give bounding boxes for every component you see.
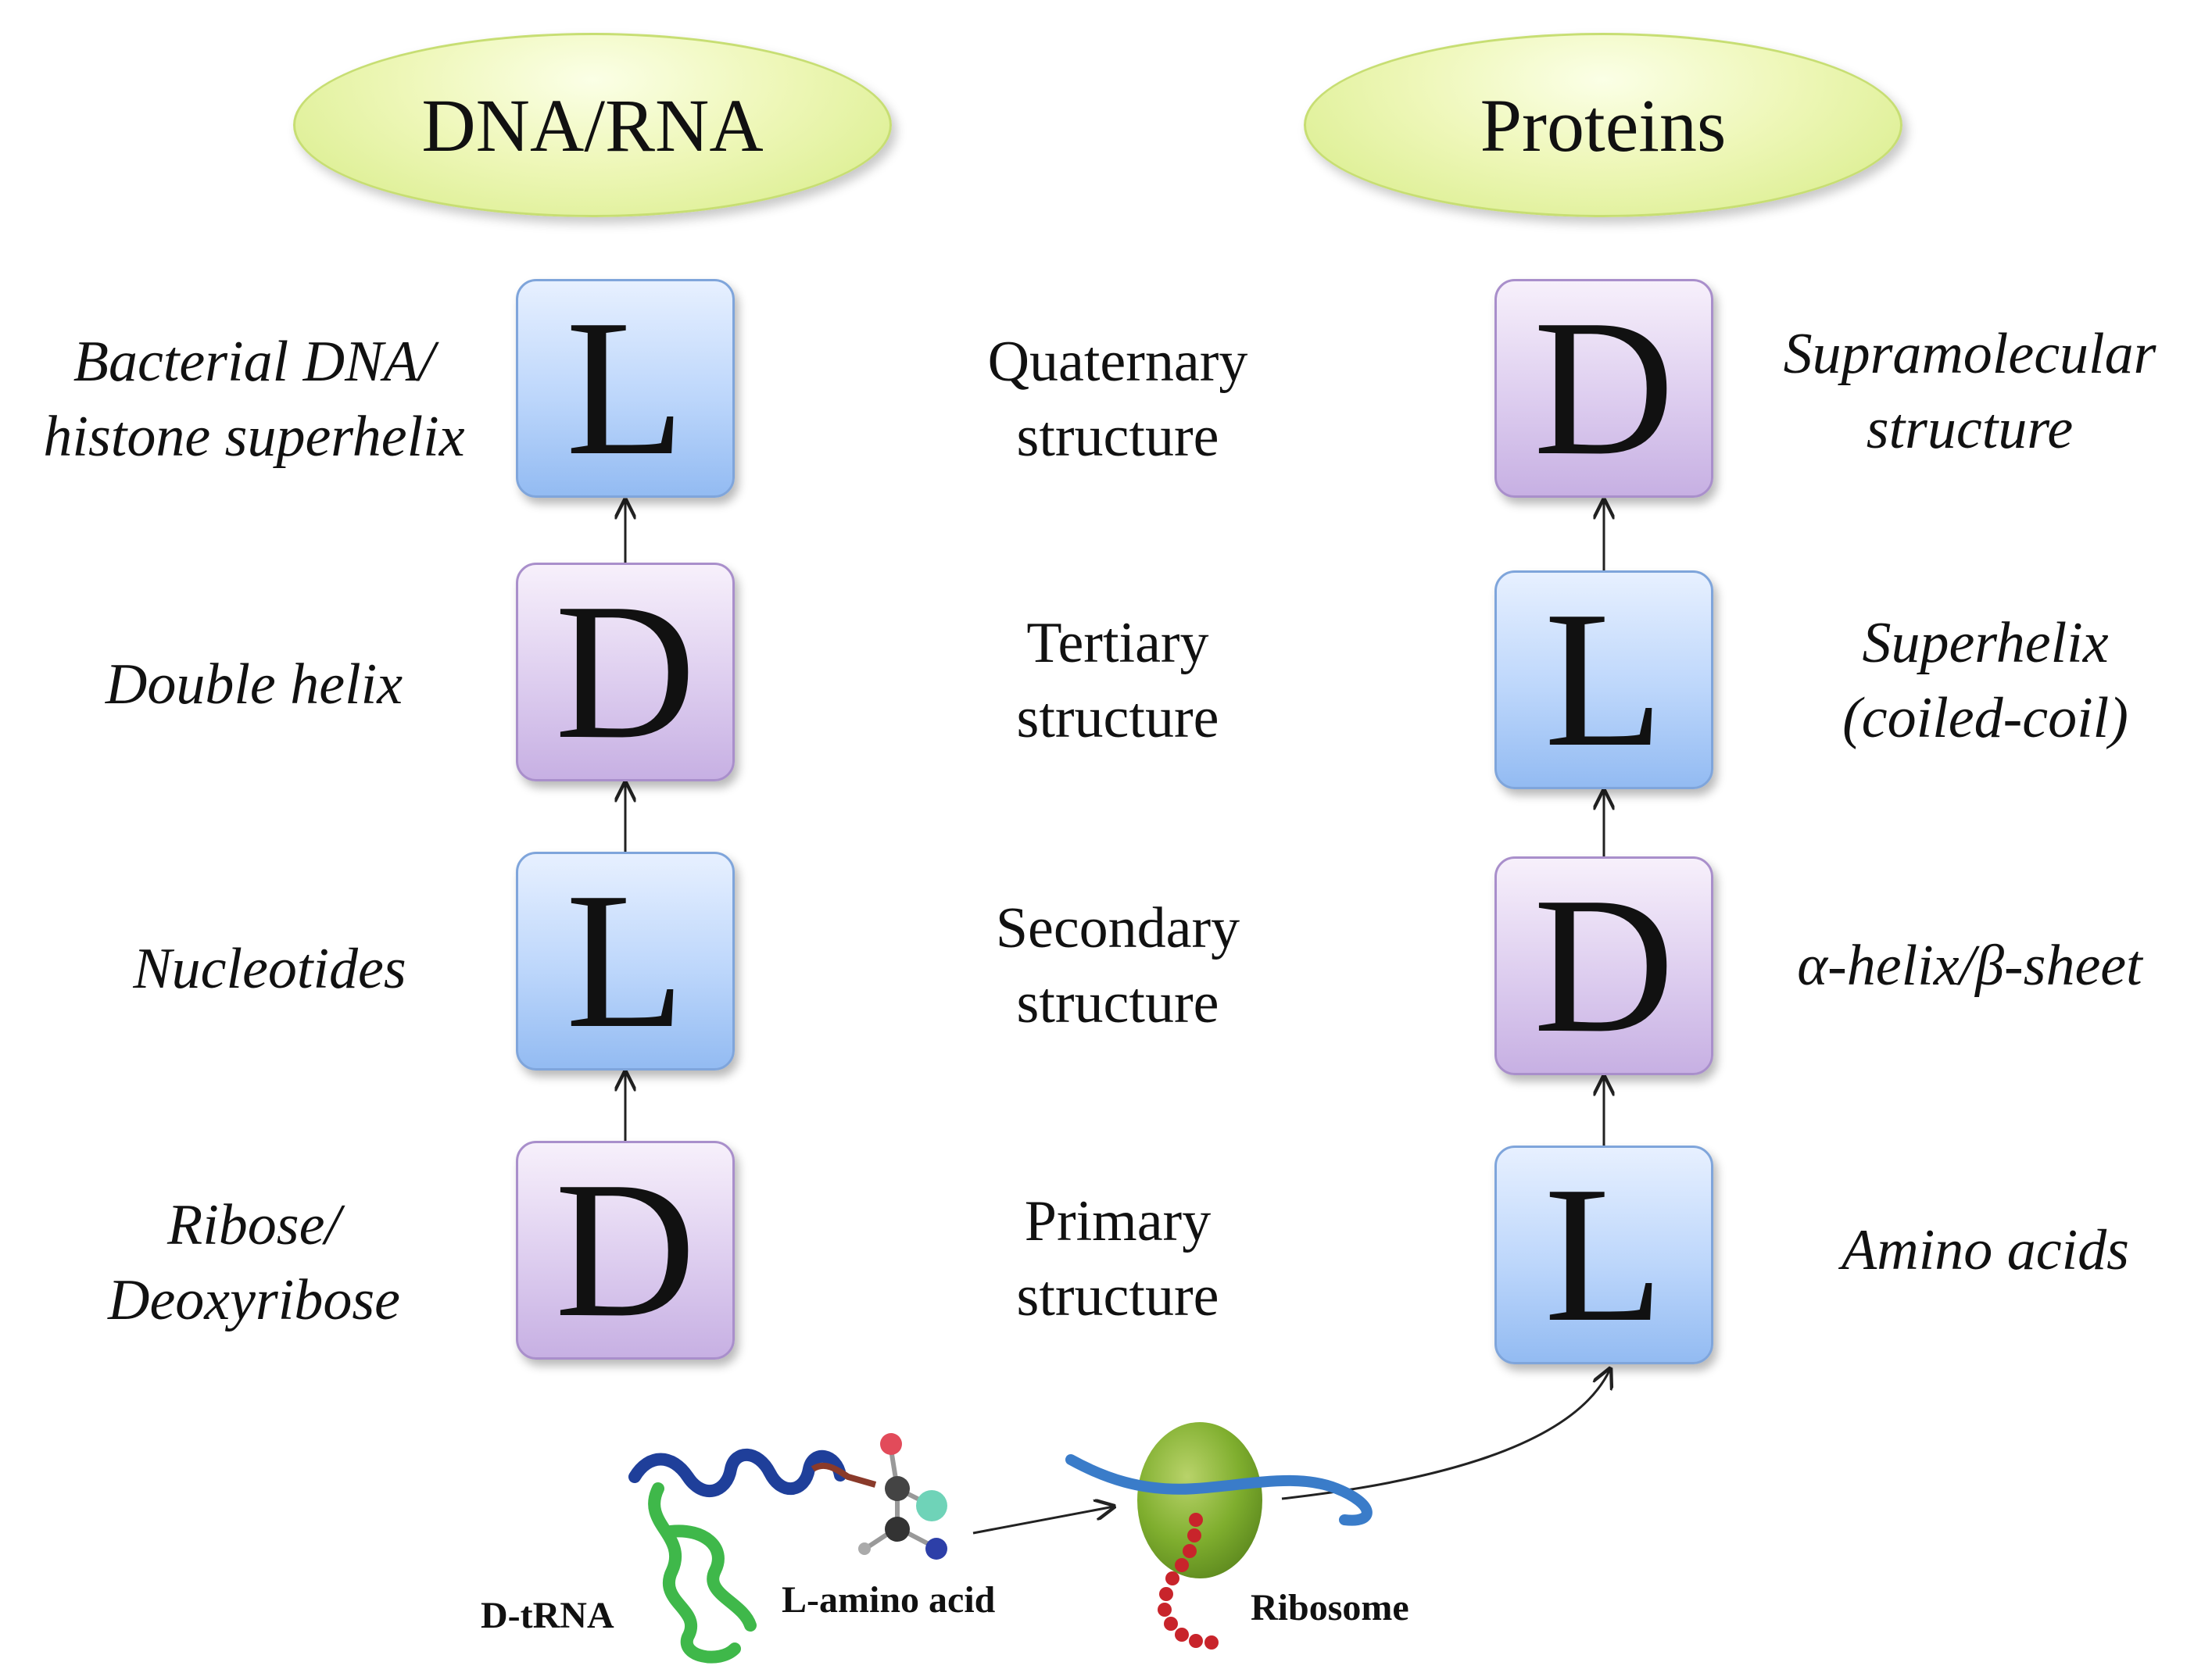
label-line: Quaternary <box>987 330 1248 394</box>
quaternary-structure-label: Quaternary structure <box>899 324 1337 474</box>
chirality-letter: D <box>554 1142 696 1358</box>
protein-level-2-box: D <box>1494 856 1713 1075</box>
label-line: (coiled-coil) <box>1842 686 2128 750</box>
label-line: Supramolecular <box>1783 322 2157 386</box>
dna-level-1-box: D <box>516 1141 735 1360</box>
label-line: structure <box>1866 397 2074 461</box>
label-line: Primary <box>1024 1189 1212 1253</box>
label-line: Deoxyribose <box>108 1268 400 1332</box>
trna-green-strand <box>648 1482 757 1664</box>
chirality-letter: D <box>554 563 696 780</box>
label-line: structure <box>1016 1264 1219 1328</box>
ribosome-illustration <box>1065 1422 1373 1650</box>
label-line: Tertiary <box>1026 611 1209 675</box>
label-line: structure <box>1016 405 1219 469</box>
trna-blue-strand <box>628 1448 847 1498</box>
dna-label-primary: Ribose/ Deoxyribose <box>16 1188 492 1338</box>
label-line: Amino acids <box>1842 1218 2129 1282</box>
chirality-letter: L <box>565 853 685 1069</box>
ribosome-to-box-arrow <box>1281 1369 1610 1500</box>
dna-label-secondary: Nucleotides <box>16 931 524 1006</box>
label-line: Ribose/ <box>167 1193 341 1257</box>
protein-level-1-box: L <box>1494 1146 1713 1364</box>
tertiary-structure-label: Tertiary structure <box>899 606 1337 756</box>
amino-acid-caption: L-amino acid <box>782 1579 996 1621</box>
chirality-letter: D <box>1533 280 1675 496</box>
label-line: Double helix <box>105 652 403 717</box>
protein-level-4-box: D <box>1494 279 1713 498</box>
trna-link <box>811 1462 877 1488</box>
secondary-structure-label: Secondary structure <box>899 891 1337 1041</box>
label-line: Nucleotides <box>133 937 406 1001</box>
label-line: structure <box>1016 686 1219 750</box>
protein-level-3-box: L <box>1494 570 1713 789</box>
protein-label-level-1: Amino acids <box>1759 1213 2212 1288</box>
chirality-letter: L <box>1544 571 1664 788</box>
dna-label-tertiary: Double helix <box>16 647 492 722</box>
label-line: Bacterial DNA/ <box>73 330 435 394</box>
dna-level-2-box: L <box>516 852 735 1071</box>
dna-rna-header: DNA/RNA <box>293 33 892 217</box>
ribosome-caption: Ribosome <box>1251 1587 1409 1628</box>
chirality-letter: D <box>1533 857 1675 1074</box>
label-line: Superhelix <box>1862 611 2109 675</box>
label-line: structure <box>1016 971 1219 1035</box>
dna-label-quaternary: Bacterial DNA/ histone superhelix <box>16 324 492 474</box>
chirality-letter: L <box>1544 1146 1664 1363</box>
trna-caption: D-tRNA <box>481 1595 614 1636</box>
label-line: histone superhelix <box>43 405 465 469</box>
dna-level-4-box: L <box>516 279 735 498</box>
chirality-letter: L <box>565 280 685 496</box>
dna-rna-title: DNA/RNA <box>421 83 764 167</box>
protein-label-level-2: α-helix/β-sheet <box>1743 928 2196 1003</box>
primary-structure-label: Primary structure <box>899 1184 1337 1334</box>
protein-label-level-4: Supramolecular structure <box>1743 316 2196 466</box>
dna-level-3-box: D <box>516 563 735 781</box>
proteins-header: Proteins <box>1304 33 1902 217</box>
aa-to-ribosome-arrow <box>972 1507 1114 1535</box>
label-line: α-helix/β-sheet <box>1797 934 2142 998</box>
amino-acid-molecule <box>858 1433 947 1560</box>
proteins-title: Proteins <box>1480 83 1727 167</box>
protein-label-level-3: Superhelix (coiled-coil) <box>1759 606 2212 756</box>
label-line: Secondary <box>995 896 1240 960</box>
